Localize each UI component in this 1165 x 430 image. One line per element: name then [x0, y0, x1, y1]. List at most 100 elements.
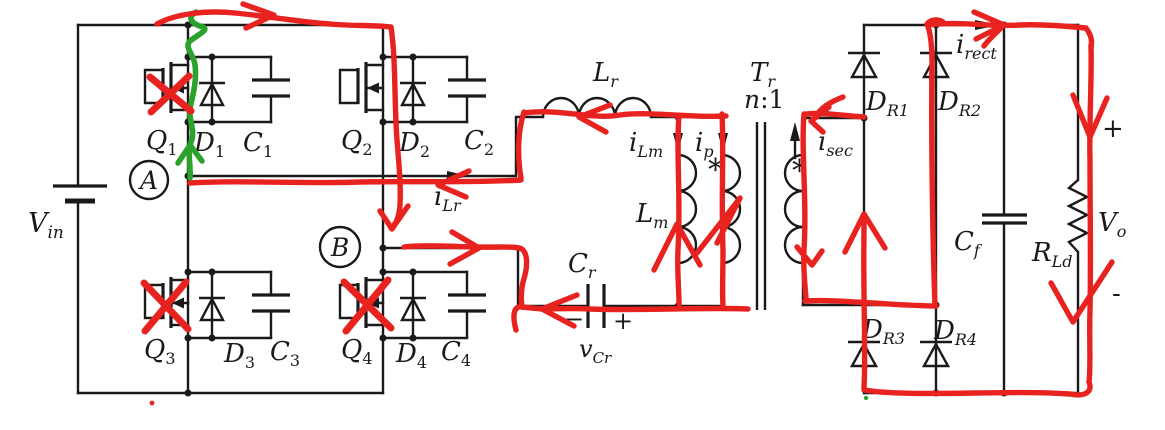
x-mark-q1 [146, 72, 195, 116]
label-node-b: B [330, 233, 349, 262]
red-sec-top [803, 110, 867, 120]
snubber-cap-c3 [250, 270, 292, 339]
red-current-path [149, 1, 1115, 406]
red-arrow-right-top [240, 1, 277, 31]
node-b-circle [318, 225, 362, 269]
red-arrow-down-load [1070, 92, 1110, 140]
label-cr-plus: + [613, 307, 633, 335]
label-cf: Cf [954, 227, 983, 260]
label-q2: Q2 [341, 126, 373, 159]
transformer-core [755, 122, 767, 310]
red-arrow-right-bwire [447, 229, 482, 267]
label-q1: Q1 [146, 126, 178, 159]
secondary-winding [783, 153, 804, 265]
green-up-arrow [175, 142, 205, 166]
label-lr: Lr [592, 58, 619, 91]
resonant-cap-cr [586, 284, 606, 328]
red-step-segment [515, 109, 527, 181]
red-checkmark [1048, 259, 1115, 325]
label-vcr: vCr [579, 335, 612, 367]
label-dr2: DR2 [937, 87, 981, 120]
label-d4: D4 [395, 339, 427, 372]
node-b-wire [381, 246, 724, 308]
q1-cell-wires [186, 55, 273, 124]
red-lm-segment [675, 113, 682, 307]
green-d1-path [185, 9, 208, 181]
switch-off-x-marks [140, 72, 395, 335]
body-diode-d1 [197, 55, 227, 124]
body-diode-d2 [398, 55, 428, 124]
primary-dot-marker: * [708, 153, 723, 188]
red-arrow-left-cr [539, 292, 580, 329]
red-speck [149, 400, 155, 406]
label-node-a: A [138, 166, 158, 195]
label-vo-minus: - [1112, 279, 1121, 309]
x-mark-q4 [340, 276, 395, 335]
q3-cell-wires [186, 270, 273, 340]
red-arrow-up-dr3 [842, 211, 888, 255]
red-irect-tail [981, 23, 1006, 49]
label-d3: D3 [223, 339, 255, 372]
label-n1: n:1 [744, 85, 784, 114]
snubber-cap-c1 [250, 55, 292, 124]
red-bwire-segment [401, 243, 530, 309]
primary-winding [721, 153, 742, 265]
x-mark-q3 [140, 278, 192, 335]
red-arrow-left-awire [435, 168, 472, 200]
red-toprail-right [925, 20, 1095, 51]
label-c2: C2 [464, 126, 494, 159]
label-vo-plus: + [1102, 114, 1124, 144]
load-resistor-rld [1066, 179, 1090, 253]
red-primary-segment [719, 111, 726, 308]
label-ilr: iLr [434, 182, 462, 215]
label-irect: irect [956, 30, 997, 63]
green-speck-1 [863, 395, 869, 401]
label-dr4: DR4 [933, 316, 977, 349]
red-arrow-up-primary [694, 195, 743, 256]
red-arrow-isec [808, 104, 832, 135]
resonant-inductor-lr [541, 96, 653, 118]
label-isec: isec [818, 127, 853, 160]
snubber-cap-c2 [446, 55, 488, 124]
red-dr3-segment [861, 213, 868, 391]
label-d1: D1 [193, 128, 225, 161]
red-sec-winding [800, 111, 809, 301]
body-diode-d3 [197, 270, 227, 339]
snubber-cap-c4 [446, 270, 488, 339]
label-d2: D2 [398, 128, 430, 161]
label-c1: C1 [243, 128, 273, 161]
node-a-circle [128, 159, 170, 201]
label-vin: Vin [28, 208, 64, 243]
label-dr1: DR1 [865, 87, 909, 120]
red-dr2-segment [924, 17, 946, 309]
label-q4: Q4 [341, 335, 373, 368]
red-botrail-segment [861, 379, 1093, 398]
label-vo: Vo [1098, 208, 1126, 241]
body-diode-d4 [398, 270, 428, 339]
isec-arrow [790, 122, 800, 141]
mosfet-q2 [338, 55, 385, 124]
label-ilm: iLm [629, 128, 663, 161]
label-c3: C3 [270, 337, 300, 370]
label-lm: Lm [635, 199, 668, 232]
label-ip: ip [695, 128, 714, 161]
magnetizing-inductor-lm [677, 153, 698, 265]
label-q3: Q3 [144, 335, 176, 368]
label-cr: Cr [568, 249, 597, 282]
filter-cap-cf [982, 213, 1027, 225]
red-arrow-down-sec [794, 244, 825, 268]
q4-cell-wires [381, 270, 469, 340]
red-awire-segment [187, 177, 524, 186]
input-bridge [53, 23, 488, 395]
red-load-segment [1086, 42, 1094, 385]
label-tr: Tr [750, 58, 776, 91]
red-arrow-up-lm [651, 221, 703, 273]
red-arrow-left-lr [576, 102, 613, 135]
label-rld: RLd [1031, 238, 1072, 271]
red-arrow-down-b [377, 203, 411, 232]
red-tank-top [521, 109, 729, 120]
label-dr3: DR3 [861, 315, 905, 348]
